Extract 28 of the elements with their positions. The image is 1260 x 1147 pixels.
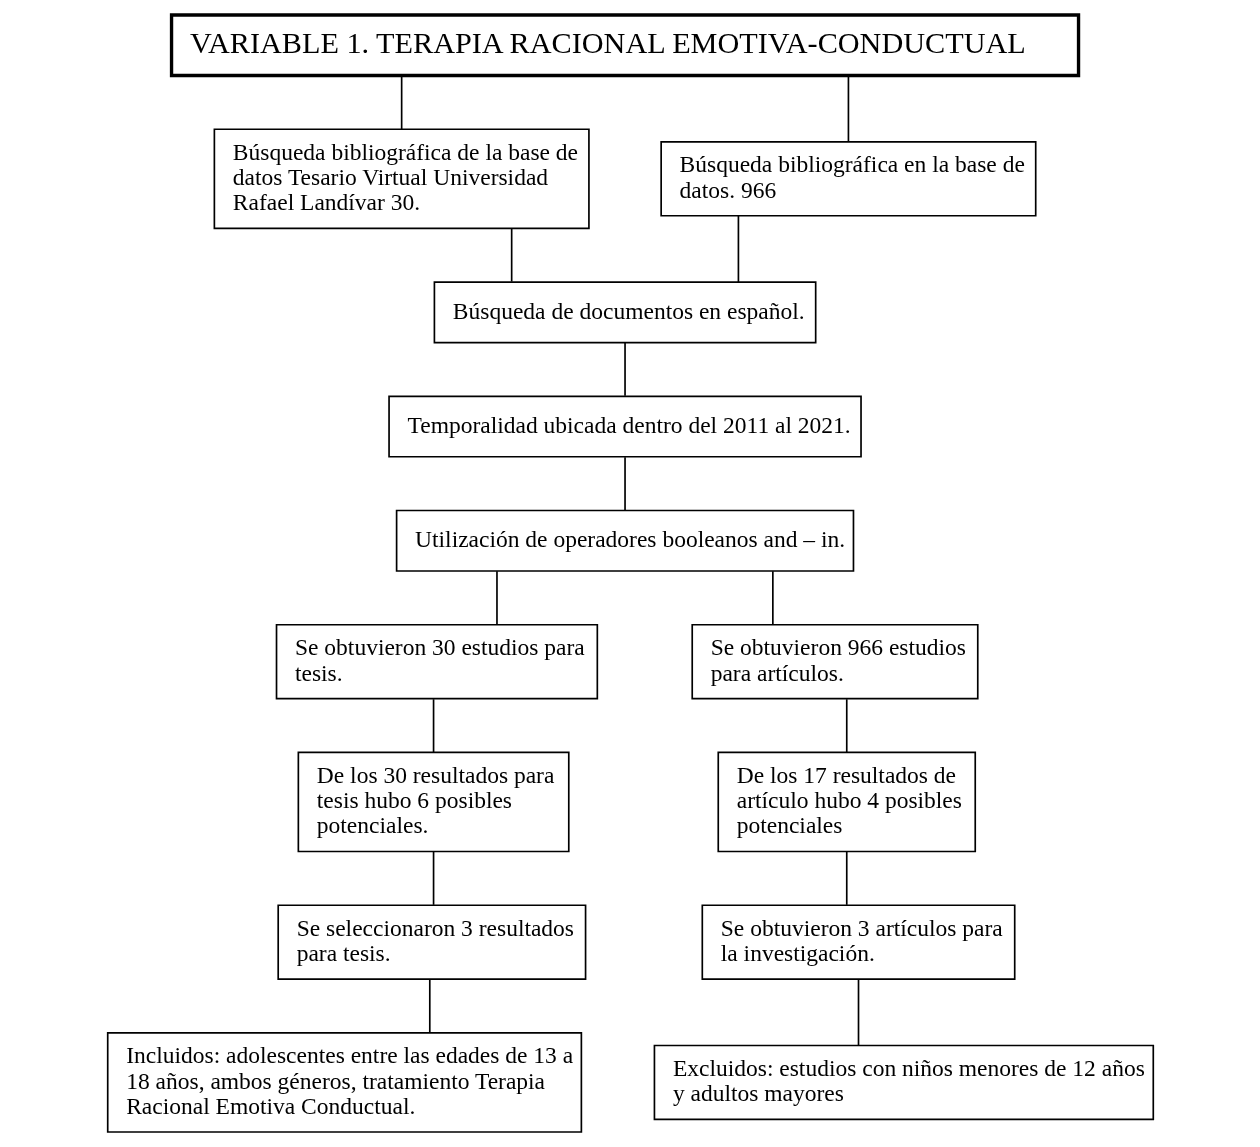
node-box: Se obtuvieron 3 artículos para la investigación.: [700, 904, 1016, 980]
node-box: Búsqueda bibliográfica en la base de datos. 966: [659, 141, 1037, 217]
connector: [845, 850, 848, 906]
node-box: Se obtuvieron 30 estudios para tesis.: [275, 623, 598, 700]
node-box: Utilización de operadores booleanos and – in.: [395, 509, 854, 572]
connector: [847, 74, 849, 143]
connector: [432, 850, 434, 906]
node-box: Excluidos: estudios con niños menores de 12 años y adultos mayores: [653, 1044, 1154, 1121]
node-box: Se obtuvieron 966 estudios para artículos.: [690, 623, 979, 700]
node-box: Se seleccionaron 3 resultados para tesis.: [276, 904, 586, 980]
node-box: Búsqueda de documentos en español.: [433, 281, 816, 344]
node-box: VARIABLE 1. TERAPIA RACIONAL EMOTIVA-CONDUCTUAL: [169, 13, 1080, 78]
node-box: De los 30 resultados para tesis hubo 6 posibles potenciales.: [297, 751, 570, 853]
connector: [857, 978, 859, 1047]
node-box: De los 17 resultados de artículo hubo 4 posibles potenciales: [716, 751, 976, 853]
connector: [771, 570, 774, 626]
connector: [845, 698, 848, 753]
connector: [737, 215, 739, 283]
node-box: Búsqueda bibliográfica de la base de datos Tesario Virtual Universidad Rafael Landívar 30.: [213, 128, 590, 230]
connector: [495, 570, 498, 626]
node-box: Incluidos: adolescentes entre las edades de 13 a 18 años, ambos géneros, tratamiento Terapia Racional Emotiva Conductual.: [106, 1032, 582, 1133]
node-box: Temporalidad ubicada dentro del 2011 al 2021.: [387, 395, 862, 458]
connector: [510, 227, 512, 283]
connector: [400, 74, 402, 131]
connector: [428, 978, 431, 1034]
connector: [623, 456, 626, 511]
connector: [432, 698, 434, 753]
connector: [623, 342, 626, 397]
